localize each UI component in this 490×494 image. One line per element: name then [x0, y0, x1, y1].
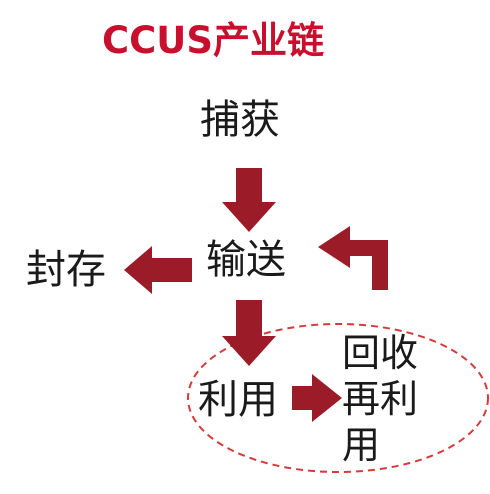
arrow-right-icon	[292, 374, 342, 422]
page-title: CCUS产业链	[102, 19, 324, 62]
reuse-line-1: 回收	[342, 331, 419, 375]
node-storage: 封存	[26, 247, 106, 293]
node-capture: 捕获	[200, 97, 280, 143]
return-arrow-icon	[318, 226, 388, 290]
reuse-line-3: 用	[342, 423, 381, 467]
reuse-line-2: 再利	[342, 377, 419, 421]
node-recycle-reuse: 回收 再利 用	[342, 330, 432, 468]
arrow-down-icon	[222, 168, 276, 232]
node-utilization: 利用	[198, 377, 278, 423]
arrow-down-icon	[222, 300, 276, 366]
arrow-left-icon	[124, 246, 192, 294]
utilization-group-ellipse	[187, 323, 489, 473]
node-transport: 输送	[206, 237, 286, 283]
